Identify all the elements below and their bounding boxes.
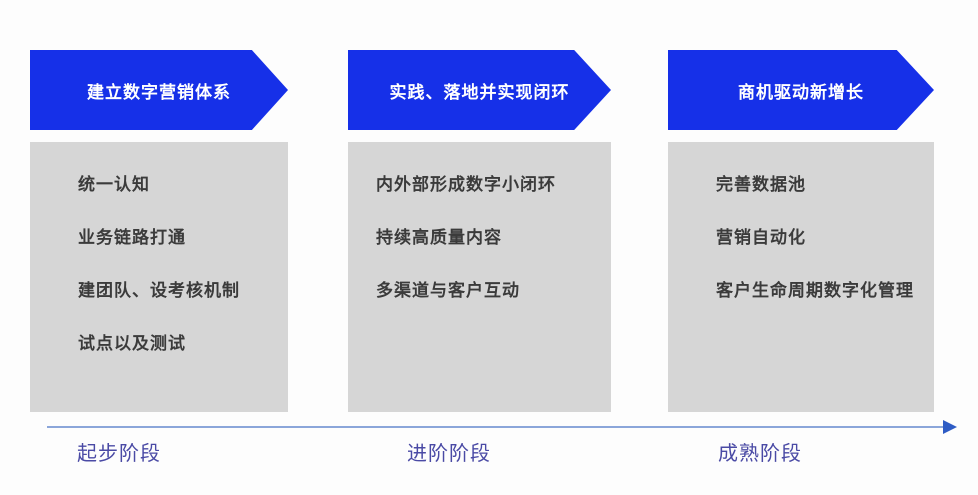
stage-title: 商机驱动新增长 [738,82,864,102]
stage-item: 客户生命周期数字化管理 [716,280,914,300]
stage-items-panel: 统一认知 业务链路打通 建团队、设考核机制 试点以及测试 [30,142,288,412]
stage-banner-arrow: 实践、落地并实现闭环 [348,50,611,130]
stage-title: 建立数字营销体系 [87,82,231,102]
stage-item: 试点以及测试 [78,333,186,353]
stage-item: 内外部形成数字小闭环 [376,175,556,194]
stage-banner-arrow: 商机驱动新增长 [668,50,934,130]
stage-column-advanced: 实践、落地并实现闭环 内外部形成数字小闭环 持续高质量内容 多渠道与客户互动 [348,0,611,420]
stage-item: 持续高质量内容 [376,227,502,247]
stage-item: 业务链路打通 [78,227,186,247]
timeline-arrow [47,420,958,434]
stage-items-panel: 内外部形成数字小闭环 持续高质量内容 多渠道与客户互动 [348,142,611,412]
stage-banner-arrow: 建立数字营销体系 [30,50,288,130]
stage-column-start: 建立数字营销体系 统一认知 业务链路打通 建团队、设考核机制 试点以及测试 [30,0,288,420]
stage-item: 完善数据池 [716,175,806,194]
stage-items-panel: 完善数据池 营销自动化 客户生命周期数字化管理 [668,142,934,412]
stage-title: 实践、落地并实现闭环 [389,82,570,102]
stage-item: 建团队、设考核机制 [78,280,240,300]
timeline-arrowhead-icon [943,420,957,434]
stage-item: 多渠道与客户互动 [376,280,520,300]
phase-label-mature: 成熟阶段 [718,443,802,465]
stage-item: 统一认知 [78,175,150,194]
phase-label-advanced: 进阶阶段 [407,443,491,465]
timeline-line [47,426,945,428]
phase-label-start: 起步阶段 [77,443,161,465]
stage-item: 营销自动化 [716,227,806,247]
stage-column-mature: 商机驱动新增长 完善数据池 营销自动化 客户生命周期数字化管理 [668,0,934,420]
